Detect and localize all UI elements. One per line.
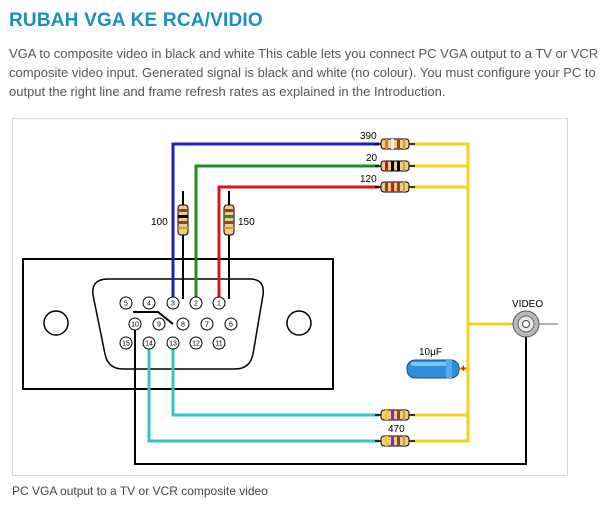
label-100: 100 <box>151 217 168 228</box>
label-120: 120 <box>360 174 377 185</box>
label-20: 20 <box>366 153 378 164</box>
wire-red <box>217 185 379 303</box>
wiring-diagram: + 5 4 3 2 1 10 9 8 7 6 15 14 13 12 <box>12 118 568 476</box>
capacitor-plus: + <box>460 363 466 375</box>
pin-2: 2 <box>194 301 198 308</box>
page-title: RUBAH VGA KE RCA/VIDIO <box>9 10 263 31</box>
label-150: 150 <box>238 217 255 228</box>
resistor-390 <box>375 138 415 150</box>
pin-12: 12 <box>192 341 200 348</box>
pin-1: 1 <box>217 301 221 308</box>
pin-10: 10 <box>131 322 139 329</box>
pin-7: 7 <box>205 322 209 329</box>
pin-11: 11 <box>215 341 222 348</box>
resistor-150 <box>223 204 235 236</box>
pin-13: 13 <box>169 341 177 348</box>
pin-14: 14 <box>145 341 153 348</box>
vga-pins: 5 4 3 2 1 10 9 8 7 6 15 14 13 12 11 <box>119 296 238 350</box>
mount-hole-left <box>43 310 69 336</box>
pin-8: 8 <box>181 322 185 329</box>
pin-3: 3 <box>171 301 175 308</box>
wire-black-ground <box>134 324 527 465</box>
resistor-470-a <box>375 409 415 421</box>
wire-cyan-13 <box>171 345 379 417</box>
pin-4: 4 <box>147 301 151 308</box>
capacitor-10uf: + <box>406 359 466 379</box>
label-video: VIDEO <box>512 299 543 310</box>
mount-hole-right <box>286 310 312 336</box>
figure-caption: PC VGA output to a TV or VCR composite v… <box>12 484 268 498</box>
wire-cyan-14 <box>147 345 379 443</box>
wire-green <box>194 164 379 303</box>
diagram-svg: + 5 4 3 2 1 10 9 8 7 6 15 14 13 12 <box>22 131 558 465</box>
resistor-20 <box>375 160 415 172</box>
label-390: 390 <box>360 131 377 142</box>
label-470: 470 <box>388 424 405 435</box>
resistor-120 <box>375 181 415 193</box>
resistor-470-b <box>375 435 415 447</box>
resistor-100 <box>177 204 189 236</box>
pin-15: 15 <box>122 341 130 348</box>
pin-6: 6 <box>229 322 233 329</box>
wire-yellow-bus <box>411 142 470 443</box>
rca-connector-icon <box>511 310 558 338</box>
intro-text: VGA to composite video in black and whit… <box>9 46 599 99</box>
ground-strap <box>133 311 174 325</box>
pin-9: 9 <box>157 322 161 329</box>
label-capacitor: 10μF <box>419 347 442 358</box>
wire-blue <box>171 142 379 303</box>
pin-5: 5 <box>124 301 128 308</box>
